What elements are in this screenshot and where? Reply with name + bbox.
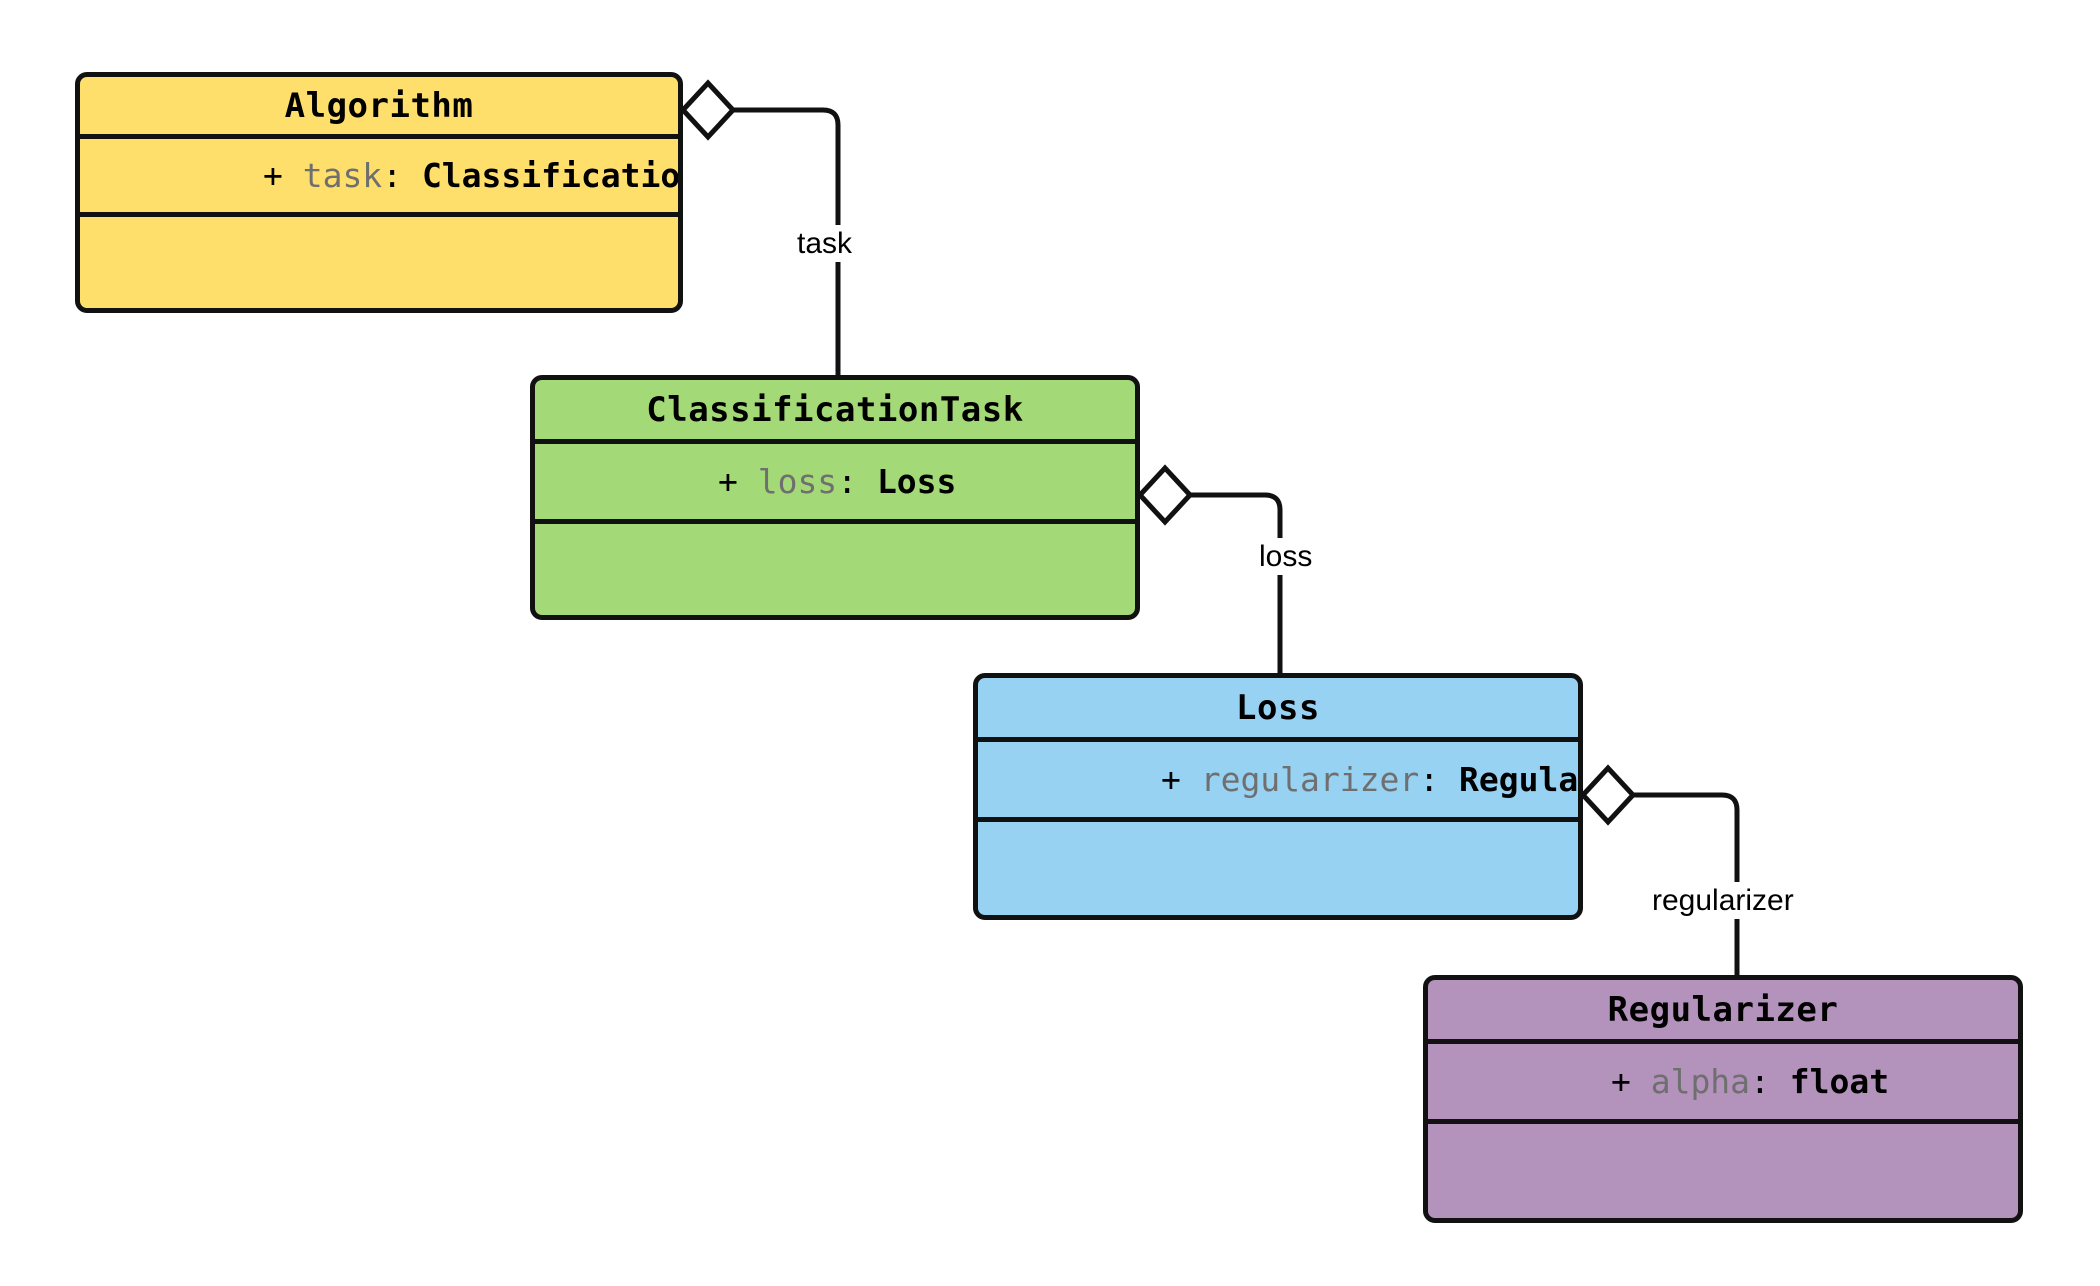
class-box-classification-task[interactable]: ClassificationTask + loss: Loss <box>530 375 1140 620</box>
class-title-loss: Loss <box>978 678 1578 742</box>
attribute-name: regularizer <box>1200 760 1420 799</box>
attribute-separator: : <box>837 462 877 501</box>
attribute-separator: : <box>382 156 422 195</box>
edge-label-loss: loss <box>1255 538 1317 575</box>
edge-label-regularizer: regularizer <box>1648 882 1798 919</box>
attribute-type: Loss <box>876 462 957 501</box>
aggregation-diamond-loss <box>1136 464 1194 526</box>
class-attributes-loss: + regularizer: Regularizer <box>978 742 1578 822</box>
attribute-row: + task: ClassificationTask <box>104 117 681 234</box>
relationship-loss-regularizer <box>1579 764 1740 978</box>
attribute-type: Regularizer <box>1459 760 1579 799</box>
class-title-algorithm: Algorithm <box>80 77 678 139</box>
attribute-separator: : <box>1419 760 1459 799</box>
edge-label-task: task <box>793 225 857 262</box>
attribute-visibility: + <box>262 156 283 195</box>
attribute-visibility: + <box>1160 760 1181 799</box>
class-title-classification-task: ClassificationTask <box>535 380 1135 444</box>
class-attributes-regularizer: + alpha: float <box>1428 1044 2018 1124</box>
attribute-name: task <box>302 156 383 195</box>
class-box-loss[interactable]: Loss + regularizer: Regularizer <box>973 673 1583 920</box>
class-attributes-algorithm: + task: ClassificationTask <box>80 139 678 217</box>
attribute-separator: : <box>1750 1062 1790 1101</box>
class-title-regularizer: Regularizer <box>1428 980 2018 1044</box>
attribute-name: loss <box>757 462 838 501</box>
attribute-row: + loss: Loss <box>559 423 956 540</box>
aggregation-diamond-task <box>679 79 737 141</box>
class-box-algorithm[interactable]: Algorithm + task: ClassificationTask <box>75 72 683 313</box>
class-box-regularizer[interactable]: Regularizer + alpha: float <box>1423 975 2023 1223</box>
attribute-row: + regularizer: Regularizer <box>1002 721 1579 838</box>
attribute-visibility: + <box>717 462 738 501</box>
class-name-label: Regularizer <box>1607 989 1839 1030</box>
attribute-name: alpha <box>1650 1062 1751 1101</box>
edge-line-loss <box>1190 492 1283 676</box>
attribute-type: ClassificationTask <box>421 156 681 195</box>
attribute-type: float <box>1789 1062 1890 1101</box>
class-name-label: ClassificationTask <box>646 389 1024 430</box>
class-name-label: Algorithm <box>284 85 474 126</box>
attribute-visibility: + <box>1610 1062 1631 1101</box>
class-attributes-classification-task: + loss: Loss <box>535 444 1135 524</box>
class-name-label: Loss <box>1236 687 1320 728</box>
aggregation-diamond-regularizer <box>1579 764 1637 826</box>
attribute-row: + alpha: float <box>1452 1023 1889 1140</box>
